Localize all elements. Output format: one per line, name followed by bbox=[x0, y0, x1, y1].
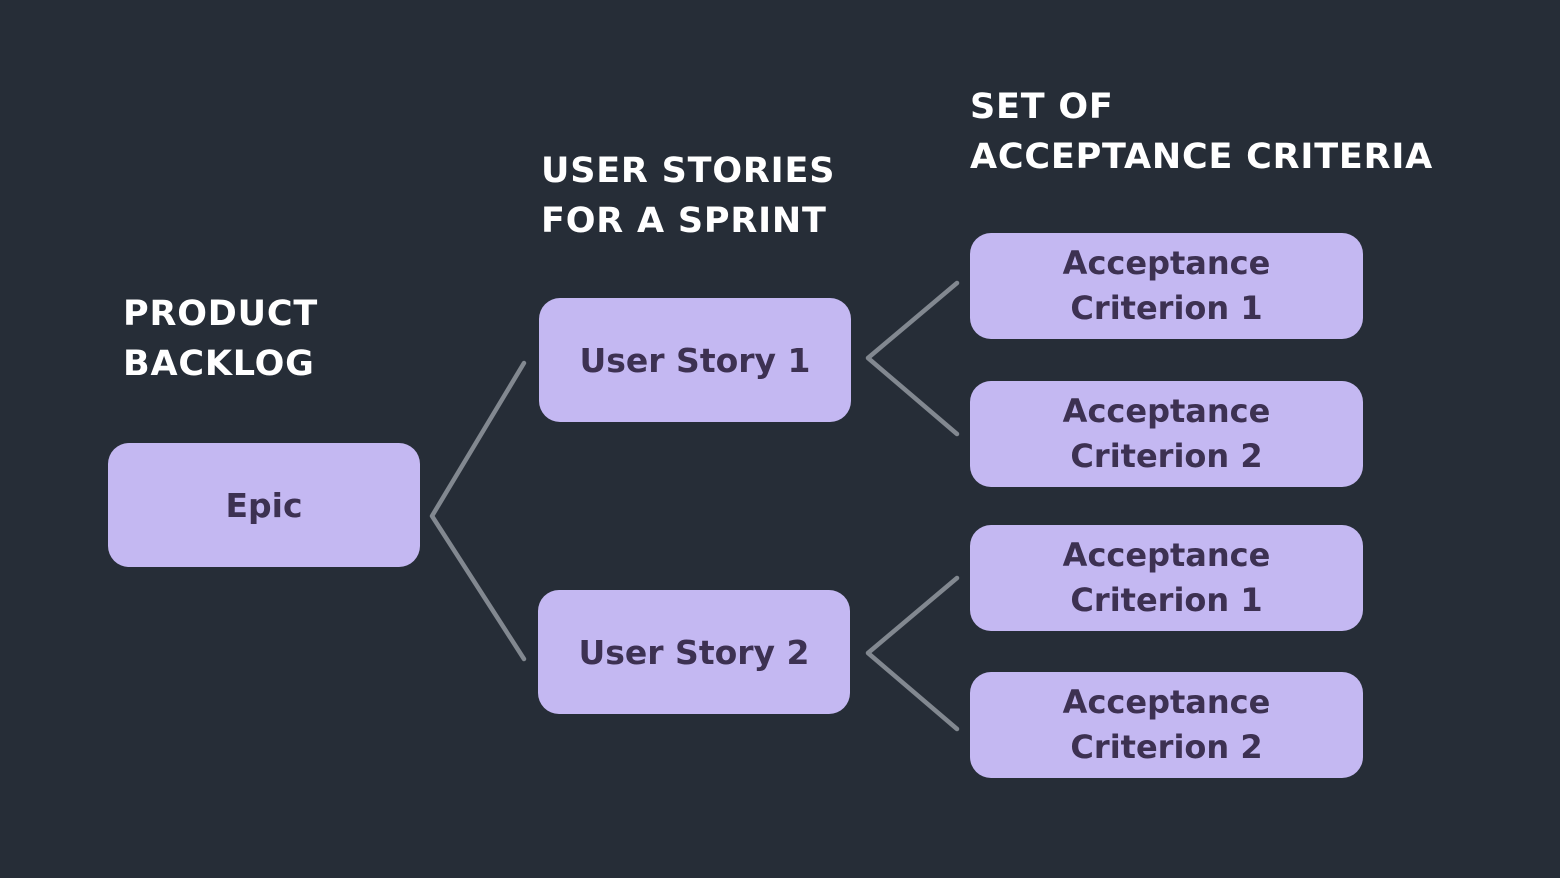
node-us2-acceptance-criterion-1: Acceptance Criterion 1 bbox=[970, 525, 1363, 631]
node-us2-acceptance-criterion-1-line1: Acceptance bbox=[1062, 536, 1271, 574]
node-us1-acceptance-criterion-2-line1: Acceptance bbox=[1062, 392, 1271, 430]
node-us1-acceptance-criterion-2: Acceptance Criterion 2 bbox=[970, 381, 1363, 487]
heading-product-backlog-line2: BACKLOG bbox=[123, 344, 315, 384]
heading-acceptance-criteria-line1: SET OF bbox=[970, 87, 1114, 127]
node-user-story-2: User Story 2 bbox=[538, 590, 850, 714]
node-epic-label: Epic bbox=[225, 485, 303, 525]
node-user-story-1-label: User Story 1 bbox=[579, 340, 811, 380]
node-user-story-1: User Story 1 bbox=[539, 298, 851, 422]
node-us1-acceptance-criterion-1-line1: Acceptance bbox=[1062, 244, 1271, 282]
node-user-story-2-label: User Story 2 bbox=[578, 632, 810, 672]
heading-product-backlog-line1: PRODUCT bbox=[123, 294, 318, 334]
node-us1-acceptance-criterion-1: Acceptance Criterion 1 bbox=[970, 233, 1363, 339]
node-us2-acceptance-criterion-1-line2: Criterion 1 bbox=[1070, 581, 1263, 619]
node-us1-acceptance-criterion-1-line2: Criterion 1 bbox=[1070, 289, 1263, 327]
heading-product-backlog: PRODUCT BACKLOG bbox=[123, 289, 318, 389]
node-us2-acceptance-criterion-2: Acceptance Criterion 2 bbox=[970, 672, 1363, 778]
node-us2-acceptance-criterion-2-line1: Acceptance bbox=[1062, 683, 1271, 721]
heading-user-stories-line2: FOR A SPRINT bbox=[541, 201, 827, 241]
connector-epic-to-user-stories bbox=[429, 360, 527, 662]
heading-user-stories: USER STORIES FOR A SPRINT bbox=[541, 146, 835, 246]
heading-acceptance-criteria: SET OF ACCEPTANCE CRITERIA bbox=[970, 82, 1433, 182]
node-us1-acceptance-criterion-2-line2: Criterion 2 bbox=[1070, 437, 1263, 475]
heading-user-stories-line1: USER STORIES bbox=[541, 151, 836, 191]
node-us2-acceptance-criterion-2-line2: Criterion 2 bbox=[1070, 728, 1263, 766]
connector-us1-to-criteria bbox=[865, 280, 960, 437]
node-epic: Epic bbox=[108, 443, 420, 567]
heading-acceptance-criteria-line2: ACCEPTANCE CRITERIA bbox=[970, 137, 1434, 177]
connector-us2-to-criteria bbox=[865, 575, 960, 732]
